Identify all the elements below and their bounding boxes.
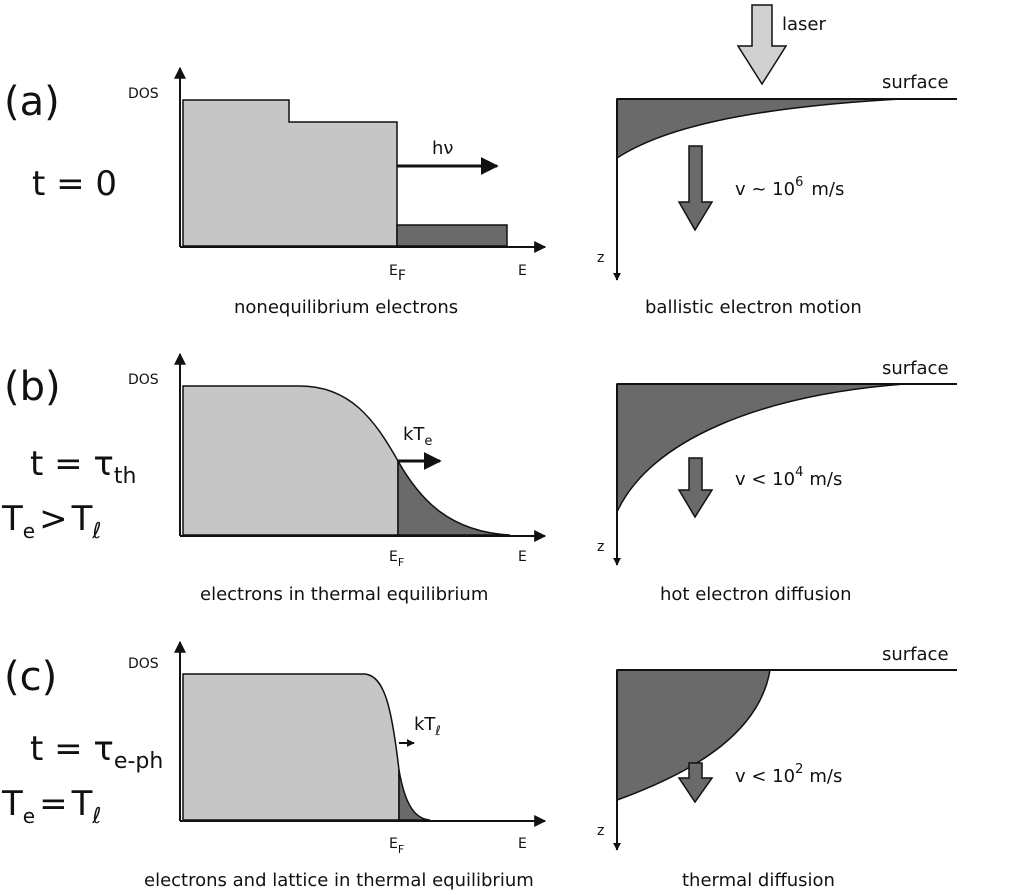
velocity-arrow-b — [677, 457, 714, 519]
occupied-states-b — [182, 385, 399, 536]
velocity-arrow-c — [677, 762, 714, 804]
dist-caption-a: nonequilibrium electrons — [234, 297, 458, 318]
fermi-label-a: EF — [389, 263, 406, 284]
excited-electrons-a — [396, 224, 508, 247]
excitation-label-b: kTe — [403, 424, 432, 449]
excitation-label-c: kTℓ — [414, 714, 441, 739]
z-label-a: z — [597, 250, 604, 266]
energy-label-a: E — [518, 263, 527, 279]
excitation-label-a: hν — [432, 138, 453, 159]
occupied-states-a — [182, 99, 398, 247]
dist-caption-b: electrons in thermal equilibrium — [200, 584, 488, 605]
z-label-c: z — [597, 823, 604, 839]
motion-caption-c: thermal diffusion — [682, 870, 835, 891]
temp-relation-c: Te=Tℓ — [1, 784, 101, 829]
dos-label-b: DOS — [128, 372, 159, 388]
electron-cloud-a — [616, 98, 901, 160]
electron-cloud-c — [616, 669, 771, 802]
surface-label-a: surface — [882, 72, 949, 93]
panel-a: (a) t = 0 DOS hν EF E nonequilibrium ele… — [4, 4, 957, 318]
z-label-b: z — [597, 539, 604, 555]
motion-caption-b: hot electron diffusion — [660, 584, 852, 605]
dos-label-a: DOS — [128, 86, 159, 102]
surface-label-c: surface — [882, 644, 949, 665]
panel-label-c: (c) — [4, 654, 57, 700]
panel-c: (c) t = τe-ph Te=Tℓ DOS kTℓ EF E electro… — [1, 640, 957, 891]
dos-plot-c: DOS kTℓ EF E electrons and lattice in th… — [128, 640, 547, 891]
dos-plot-a: DOS hν EF E nonequilibrium electrons — [128, 66, 547, 318]
dos-plot-b: DOS kTe EF E electrons in thermal equili… — [128, 352, 547, 605]
electron-cloud-b — [616, 383, 906, 513]
excited-electrons-c — [398, 769, 431, 821]
dist-caption-c: electrons and lattice in thermal equilib… — [144, 870, 534, 891]
time-label-c: t = τe-ph — [30, 729, 163, 774]
energy-label-b: E — [518, 549, 527, 565]
energy-label-c: E — [518, 836, 527, 852]
laser-arrow — [736, 4, 788, 86]
time-label-b: t = τth — [30, 444, 136, 489]
excited-electrons-b — [397, 458, 511, 536]
panel-label-b: (b) — [4, 364, 61, 410]
laser-label: laser — [782, 14, 826, 35]
surface-label-b: surface — [882, 358, 949, 379]
fermi-label-c: EF — [389, 836, 404, 856]
time-label-a: t = 0 — [32, 164, 117, 204]
occupied-states-c — [182, 673, 400, 821]
dos-label-c: DOS — [128, 656, 159, 672]
panel-b: (b) t = τth Te>Tℓ DOS kTe EF E electrons… — [1, 352, 957, 605]
panel-label-a: (a) — [4, 79, 60, 125]
fermi-label-b: EF — [389, 549, 404, 569]
velocity-arrow-a — [677, 145, 714, 232]
motion-caption-a: ballistic electron motion — [645, 297, 862, 318]
temp-relation-b: Te>Tℓ — [1, 499, 101, 544]
